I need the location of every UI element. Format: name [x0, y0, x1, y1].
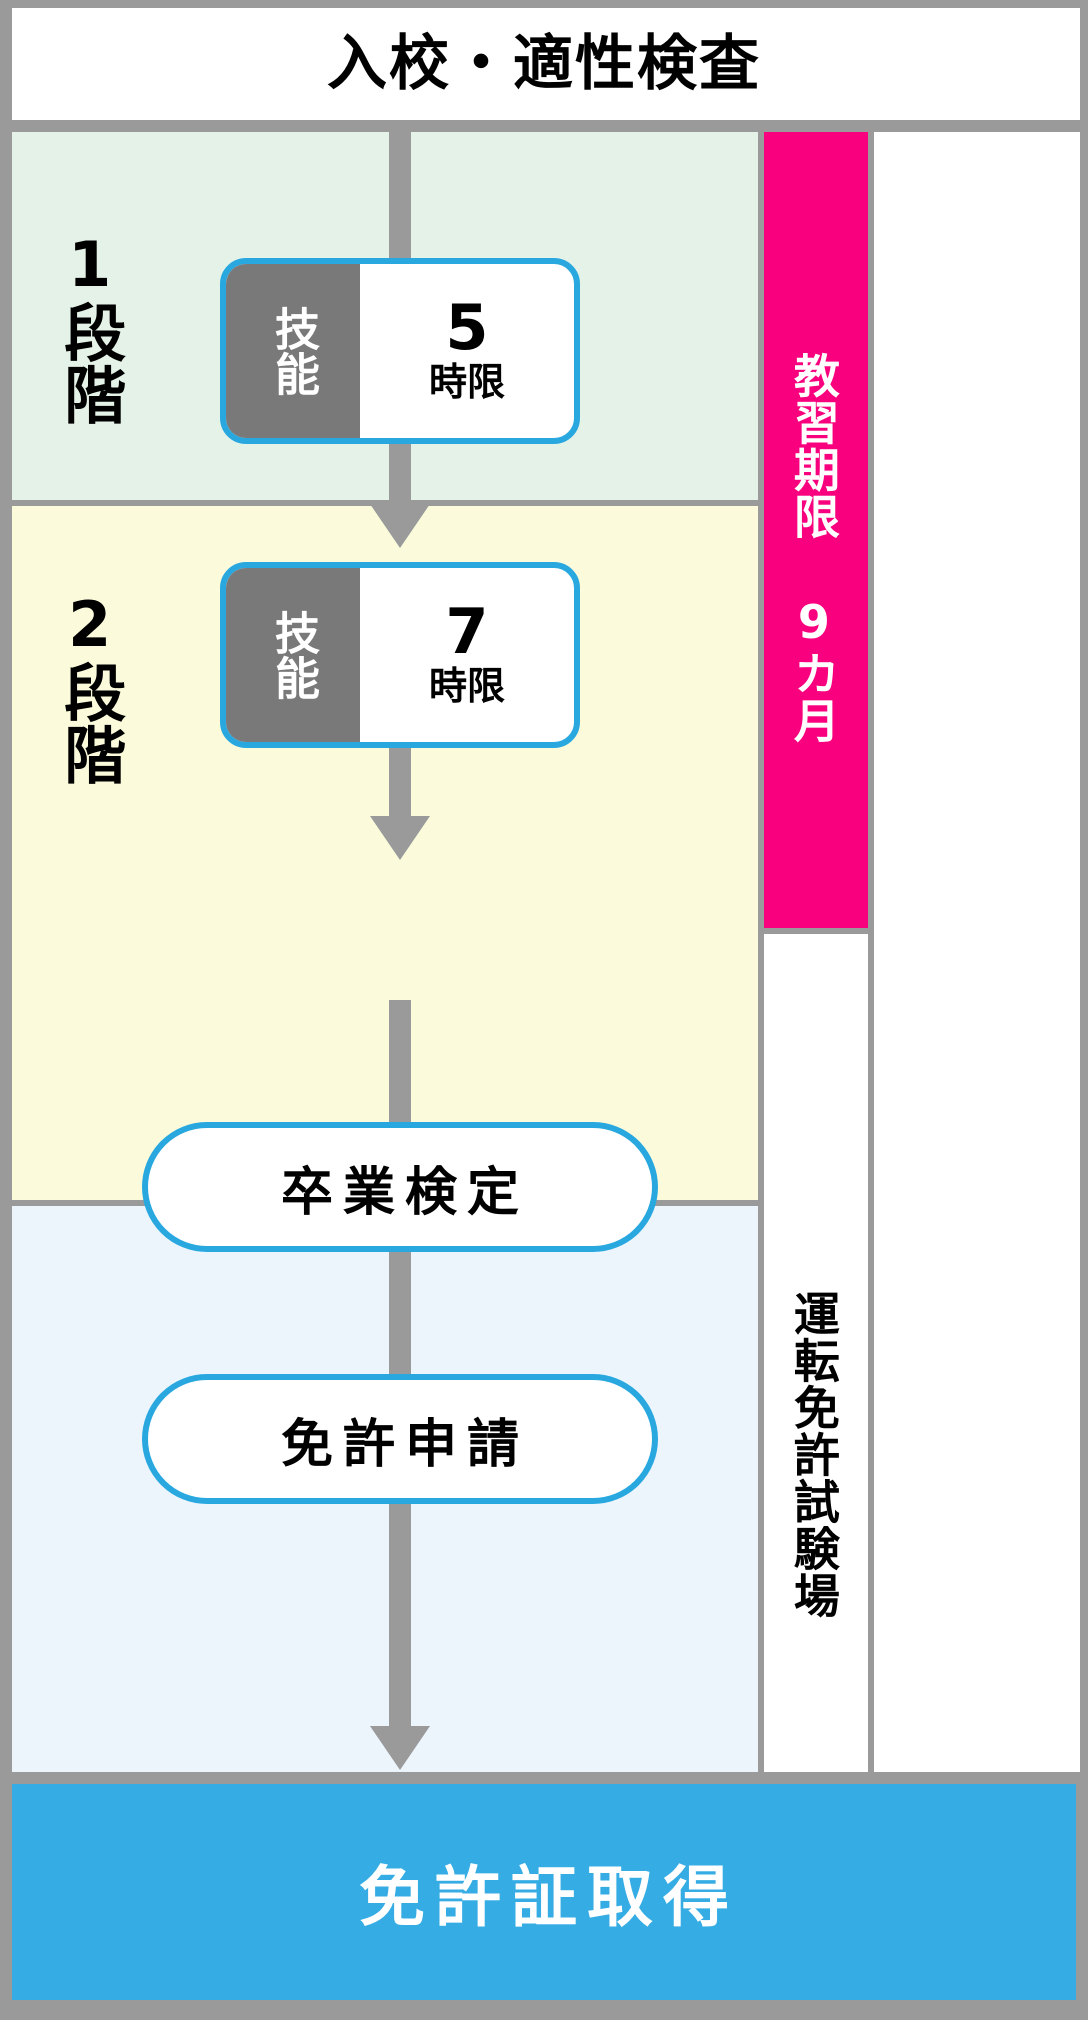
connector-stage1-to-stage2 — [389, 444, 411, 504]
right-gutter-body — [874, 132, 1080, 1772]
stage-1-lesson-kind: 技能 — [226, 264, 360, 438]
stage-2-lesson-body: 7 時限 — [360, 568, 574, 742]
arrow-stage2-to-graduation — [370, 816, 430, 860]
license-application-label: 免許申請 — [280, 1414, 529, 1475]
stage-2-lesson-kind-label: 技能 — [266, 610, 320, 700]
diagram-title-bar: 入校・適性検査 — [12, 8, 1076, 120]
stage-2-lesson-box: 技能 7 時限 — [220, 562, 580, 748]
stage-1-lesson-unit: 時限 — [428, 359, 505, 404]
arrow-application-to-result — [370, 1726, 430, 1770]
stage-1-lesson-kind-label: 技能 — [266, 306, 320, 396]
stage-1-label: 1段階 — [53, 228, 127, 425]
result-bar: 免許証取得 — [12, 1784, 1076, 2000]
stage-1-lesson-count: 5 — [445, 290, 489, 364]
license-application-pill: 免許申請 — [142, 1374, 658, 1504]
sidebar-training-period — [764, 132, 868, 928]
graduation-exam-pill: 卒業検定 — [142, 1122, 658, 1252]
stage-2-lesson-kind: 技能 — [226, 568, 360, 742]
connector-application-to-result — [389, 1504, 411, 1726]
sidebar-license-center — [764, 934, 868, 1772]
connector-graduation-to-application — [389, 1000, 411, 1122]
sidebar-license-center-label: 運転免許試験場 — [786, 1290, 841, 1619]
stage-2-label: 2段階 — [53, 588, 127, 785]
page-title: 入校・適性検査 — [327, 29, 761, 99]
connector-stage2-to-graduation — [389, 748, 411, 816]
connector-application-stem — [389, 1252, 411, 1374]
stage-2-lesson-count: 7 — [445, 594, 489, 668]
connector-title-to-stage1 — [389, 132, 411, 264]
sidebar-training-period-label: 教習期限 9カ月 — [786, 352, 841, 744]
stage-1-lesson-box: 技能 5 時限 — [220, 258, 580, 444]
result-label: 免許証取得 — [359, 1859, 739, 1936]
stage-2-lesson-unit: 時限 — [428, 663, 505, 708]
graduation-exam-label: 卒業検定 — [280, 1162, 529, 1223]
stage-1-lesson-body: 5 時限 — [360, 264, 574, 438]
arrow-stage1-to-stage2 — [370, 504, 430, 548]
